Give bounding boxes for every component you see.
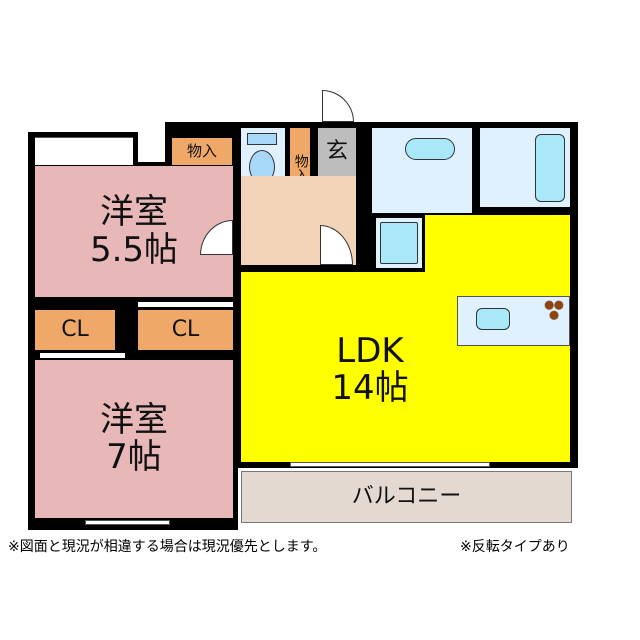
closet-2: CL <box>138 310 233 350</box>
window <box>85 520 170 525</box>
western-room-5.5: 洋室 5.5帖 <box>35 166 233 297</box>
closet-label: CL <box>61 316 89 342</box>
window <box>290 462 490 467</box>
entrance-label: 玄 <box>325 138 348 164</box>
storage-label: 物入 <box>186 142 217 161</box>
top-left-balcony-inner <box>35 137 133 165</box>
kitchen-sink-icon <box>476 308 510 330</box>
stove-icon <box>542 298 566 322</box>
balcony-label: バルコニー <box>351 483 462 509</box>
notch <box>138 122 165 162</box>
entrance-door-icon[interactable] <box>322 90 354 122</box>
western-room-7: 洋室 7帖 <box>35 360 233 518</box>
room-size: 5.5帖 <box>89 229 179 270</box>
room-size: 7帖 <box>106 437 162 477</box>
closet-door[interactable] <box>138 302 233 307</box>
washer-icon <box>380 222 418 264</box>
ldk-room-upper <box>425 215 570 275</box>
reverse-note: ※反転タイプあり <box>460 539 570 555</box>
closet-door[interactable] <box>40 353 125 358</box>
ldk-label: LDK 14帖 <box>300 320 440 420</box>
entrance: 玄 <box>318 128 356 176</box>
storage-label: 物入 <box>292 154 309 182</box>
bathtub-icon <box>535 134 565 202</box>
toilet-tank-icon <box>247 133 277 145</box>
room-name: LDK <box>336 330 404 371</box>
sink-icon <box>405 138 455 160</box>
closet-1: CL <box>35 310 115 350</box>
balcony: バルコニー <box>241 471 572 523</box>
room-name: 洋室 <box>100 399 168 440</box>
footer-note: ※図面と現況が相違する場合は現況優先とします。 <box>8 539 327 555</box>
room-size: 14帖 <box>331 368 409 408</box>
storage-top: 物入 <box>172 138 232 165</box>
room-name: 洋室 <box>100 192 168 233</box>
closet-label: CL <box>171 316 200 342</box>
